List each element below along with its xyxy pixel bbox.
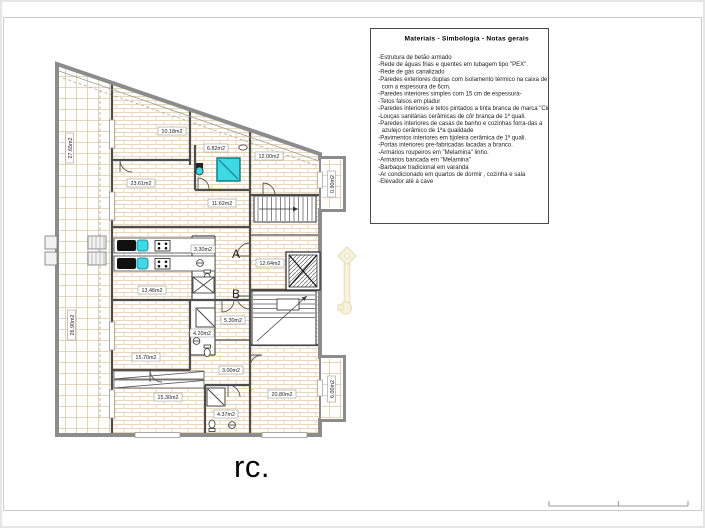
notes-title: Materiais - Simbologia - Notas gerais — [404, 35, 529, 43]
shaft-icon — [192, 276, 215, 294]
roof-inner-line — [58, 70, 320, 162]
room-area-label: 6.82m2 — [203, 143, 229, 153]
terrace-grid — [57, 64, 112, 434]
sink-icon — [238, 144, 248, 151]
note-item: -Paredes interiores de casas de banho e … — [378, 120, 543, 134]
svg-text:10.18m2: 10.18m2 — [162, 129, 183, 135]
toilet-icon — [208, 419, 216, 432]
elevator-icon — [285, 251, 321, 291]
room-area-label: 15.70m2 — [131, 352, 161, 362]
balcony-area-label: 0.90m2 — [327, 170, 336, 198]
stove-icon — [154, 258, 171, 270]
room-area-label: 4.37m2 — [213, 409, 239, 419]
svg-text:20.80m2: 20.80m2 — [272, 392, 293, 398]
room-area-label: 4.20m2 — [189, 328, 215, 338]
key-watermark-icon — [337, 246, 357, 315]
unit-a-marker: A — [232, 247, 240, 261]
svg-text:3.00m2: 3.00m2 — [222, 368, 240, 374]
stairs-icon — [251, 290, 317, 346]
svg-text:4.20m2: 4.20m2 — [193, 331, 211, 337]
svg-text:5.30m2: 5.30m2 — [224, 318, 242, 324]
windows — [109, 119, 308, 438]
svg-text:12.00m2: 12.00m2 — [259, 154, 280, 160]
notes-panel: Materiais - Simbologia - Notas gerais -E… — [370, 28, 549, 224]
shower-icon — [195, 307, 216, 328]
balcony-door — [317, 379, 323, 397]
svg-text:23.61m2: 23.61m2 — [131, 181, 152, 187]
note-item: -Rede de águas frias e quentes em tubage… — [378, 61, 528, 69]
sink-icon — [136, 257, 149, 270]
room-area-label: 5.30m2 — [220, 315, 246, 325]
room-area-label: 12.64m2 — [255, 258, 285, 268]
note-item: -Louças sanitárias cerâmicas de côr bran… — [378, 112, 526, 120]
cooktop-icon — [117, 240, 136, 251]
svg-text:13.46m2: 13.46m2 — [142, 288, 163, 294]
room-area-label: 10.18m2 — [157, 126, 187, 136]
notes-list: -Estrutura de betão armado -Rede de água… — [378, 54, 549, 186]
sink-icon — [192, 337, 201, 345]
room-area-label: 13.46m2 — [137, 285, 167, 295]
room-area-label: 20.80m2 — [267, 389, 297, 399]
room-area-label: 12.00m2 — [254, 151, 284, 161]
room-area-label: 3.30m2 — [190, 244, 216, 254]
terrace-area-label: 26.90m2 — [67, 309, 76, 341]
svg-text:4.37m2: 4.37m2 — [217, 412, 235, 418]
room-area-label: 3.00m2 — [218, 365, 244, 375]
door-arcs — [119, 159, 276, 398]
kitchen-counters — [113, 237, 216, 272]
note-item: -Estrutura de betão armado — [378, 54, 452, 61]
stairs-icon — [253, 195, 317, 223]
note-item: -Ar condicionado em quartos de dormir , … — [378, 171, 526, 178]
room-labels: 10.18m2 6.82m2 12.00m2 23.61m2 11.62m2 3… — [126, 126, 297, 419]
svg-text:6.82m2: 6.82m2 — [207, 146, 225, 152]
note-item: -Tetos falsos em pladur — [378, 98, 441, 105]
note-item: -Armários bancada em "Melamina" — [378, 156, 471, 164]
cooktop-icon — [117, 258, 136, 269]
balcony-area-label: 6.00m2 — [327, 375, 336, 403]
toilet-icon — [203, 344, 211, 357]
sink-icon — [196, 259, 204, 267]
svg-text:15.70m2: 15.70m2 — [136, 355, 157, 361]
svg-text:3.30m2: 3.30m2 — [194, 247, 212, 253]
svg-text:15.30m2: 15.30m2 — [158, 395, 179, 401]
terrace-area-label: 27.65m2 — [65, 132, 74, 164]
room-area-label: 15.30m2 — [153, 392, 183, 402]
room-area-label: 11.62m2 — [207, 198, 237, 208]
unit-b-marker: B — [232, 287, 240, 301]
note-item: -Portas interiores pre-fabricadas lacada… — [378, 141, 513, 149]
room-area-label: 23.61m2 — [126, 178, 156, 188]
wardrobe-icon — [113, 370, 205, 389]
balcony-lower — [317, 356, 345, 421]
note-item: -Rede de gás canalizado — [378, 68, 445, 76]
toilet-icon — [195, 163, 204, 176]
sink-icon — [228, 421, 236, 429]
note-item: -Pavimentos interiores em tijoleira cerâ… — [378, 134, 527, 142]
shower-icon — [206, 387, 226, 407]
scale-bar — [548, 501, 689, 507]
notes-content: Materiais - Simbologia - Notas gerais -E… — [371, 29, 549, 186]
shower-icon — [216, 157, 241, 182]
note-item: -Armários roupeiros em "Melamina" linho. — [378, 149, 489, 156]
sink-icon — [136, 239, 149, 252]
svg-text:0.90m2: 0.90m2 — [330, 175, 336, 193]
stove-icon — [154, 240, 171, 252]
note-item: -Paredes exteriores duplas com isolament… — [378, 76, 549, 91]
svg-text:12.64m2: 12.64m2 — [260, 261, 281, 267]
note-item: -Paredes interiores simples com 15 cm de… — [378, 90, 522, 98]
floor-name-label: rc. — [234, 449, 270, 484]
note-item: -Elevador até á cave — [378, 178, 434, 186]
note-item: -Barbaque tradicional em varanda — [378, 163, 469, 171]
balcony-door — [317, 171, 323, 189]
svg-text:27.65m2: 27.65m2 — [68, 138, 74, 159]
outdoor-labels: 27.65m2 26.90m2 0.90m2 6.00m2 — [65, 132, 336, 403]
svg-text:11.62m2: 11.62m2 — [212, 201, 233, 207]
entry-steps — [44, 235, 107, 266]
note-item: -Paredes interiores e tetos pintados a t… — [378, 105, 549, 112]
svg-text:26.90m2: 26.90m2 — [70, 315, 76, 336]
svg-text:6.00m2: 6.00m2 — [330, 380, 336, 398]
